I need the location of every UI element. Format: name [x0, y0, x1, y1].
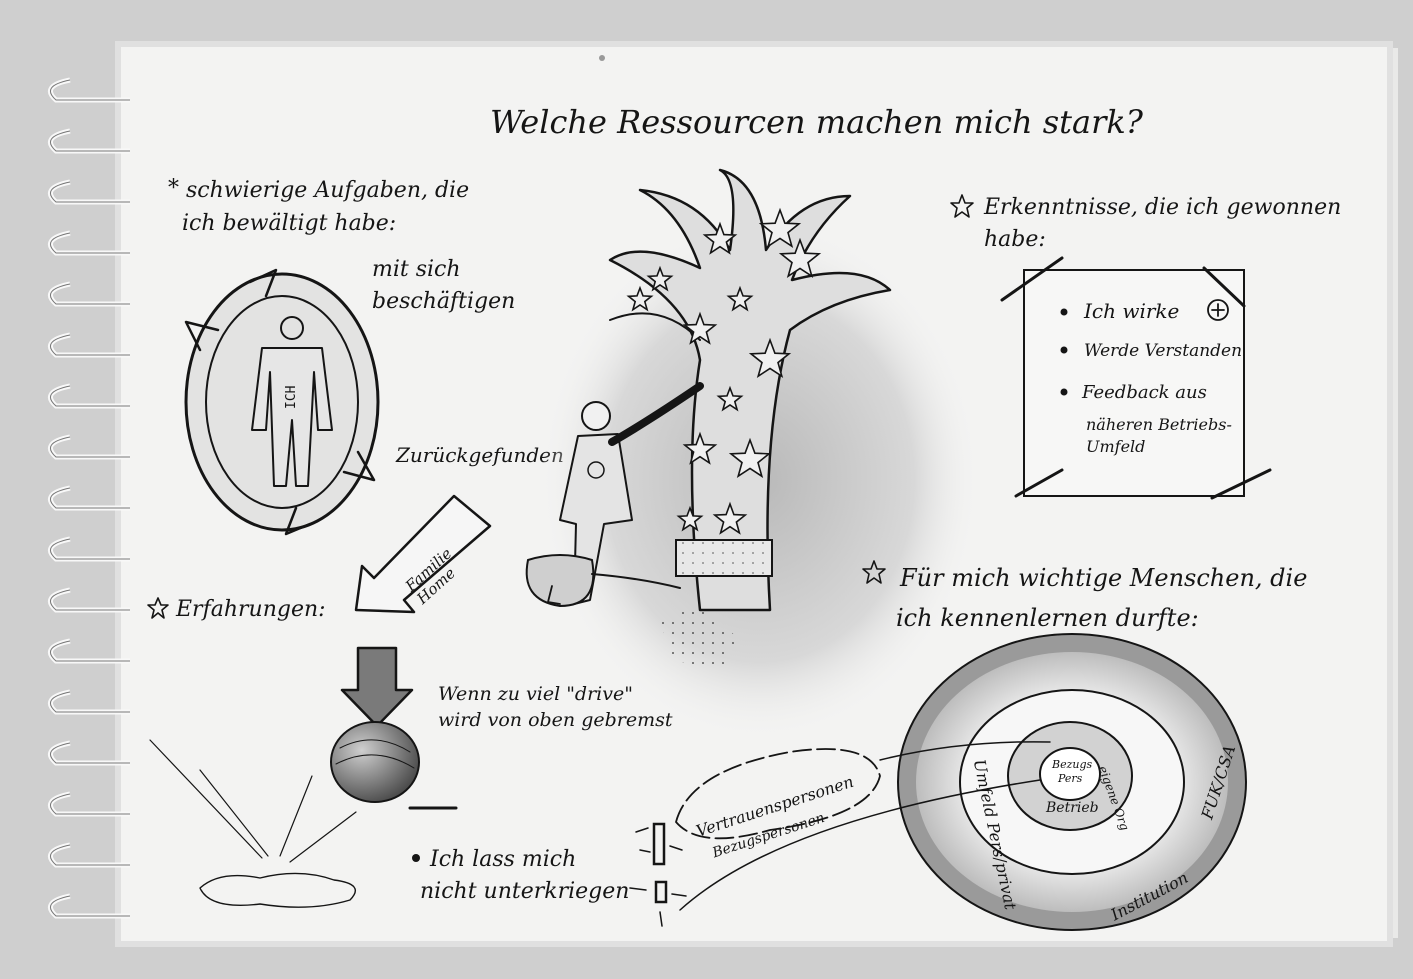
circle-center-line1: Bezugs — [1051, 758, 1093, 771]
resilience-line2: nicht unterkriegen — [420, 879, 629, 904]
insight-item-3-end: Umfeld — [1086, 437, 1145, 456]
tree-star-icon — [726, 285, 754, 312]
insights-heading-line1: Erkenntnisse, die ich gewonnen — [983, 195, 1341, 220]
gardener-figure-icon — [525, 382, 704, 608]
spiral-ring-outline — [49, 130, 130, 152]
insight-item-3-cont: näheren Betriebs- — [1086, 415, 1232, 434]
experiences-heading: Erfahrungen: — [175, 597, 326, 622]
insight-item-1: Ich wirke — [1083, 299, 1179, 323]
star-icon — [862, 560, 886, 584]
spiral-ring-outline — [49, 487, 130, 509]
concentric-circles-diagram — [679, 633, 1247, 931]
drive-line1: Wenn zu viel "drive" — [438, 683, 633, 705]
task-note-1-line2: beschäftigen — [372, 289, 515, 314]
bullet-dot — [412, 854, 420, 862]
tree-star-icon — [716, 385, 744, 412]
sparkle-marks — [629, 822, 687, 927]
person-figure-icon — [251, 316, 333, 487]
ring-label-betrieb: Betrieb — [1045, 800, 1099, 816]
star-icon — [950, 194, 974, 218]
spiral-ring-outline — [49, 844, 130, 866]
ball-icon — [330, 721, 420, 803]
spiral-ring-outline — [49, 538, 130, 560]
figure-chest-label: ICH — [284, 386, 299, 409]
insight-bullet — [1060, 308, 1068, 316]
task-note-2: Zurückgefunden — [395, 443, 564, 467]
resilience-line1: Ich lass mich — [429, 847, 576, 872]
spiral-ring-outline — [49, 181, 130, 203]
tree-star-icon — [748, 337, 792, 379]
spiral-ring-outline — [49, 232, 130, 254]
tree-star-icon — [778, 237, 822, 279]
people-heading-line1: Für mich wichtige Menschen, die — [899, 564, 1307, 592]
tree-star-icon — [682, 311, 718, 345]
page-title: Welche Ressourcen machen mich stark? — [490, 103, 1144, 141]
tree-star-icon — [646, 265, 674, 292]
tree-star-icon — [702, 221, 738, 255]
tree-star-icon — [712, 501, 748, 535]
insight-item-2: Werde Verstanden — [1084, 341, 1242, 361]
spiral-ring-outline — [49, 691, 130, 713]
tree-star-icon — [676, 505, 704, 532]
plus-circle-icon — [1207, 299, 1229, 321]
insight-item-3: Feedback aus — [1081, 382, 1207, 403]
down-arrow-icon — [340, 646, 414, 728]
spiral-ring-outline — [49, 385, 130, 407]
spiral-ring-outline — [49, 79, 130, 101]
spiral-ring-outline — [49, 640, 130, 662]
paper-edge — [115, 41, 1393, 947]
insights-card — [1000, 256, 1272, 500]
drive-line2: wird von oben gebremst — [438, 709, 673, 731]
circle-center-line2: Pers — [1057, 772, 1083, 785]
tasks-star-icon: * — [168, 176, 179, 201]
spiral-ring-outline — [49, 436, 130, 458]
splash-sketch — [149, 739, 357, 908]
star-icon — [147, 597, 169, 619]
water-spray — [660, 604, 740, 670]
page-punch-dot — [599, 55, 605, 61]
tree-star-icon — [758, 207, 802, 249]
tree-star-icon — [626, 285, 654, 312]
spiral-ring-outline — [49, 793, 130, 815]
insight-bullet — [1060, 388, 1068, 396]
tasks-heading-line2: ich bewältigt habe: — [182, 211, 396, 236]
tree-star-icon — [682, 431, 718, 465]
tree-stars — [626, 207, 822, 535]
trust-bubble — [675, 748, 881, 840]
palm-tree-icon — [608, 168, 892, 612]
insights-heading-line2: habe: — [984, 227, 1046, 252]
people-heading-line2: ich kennenlernen durfte: — [896, 604, 1199, 632]
insight-bullet — [1060, 346, 1068, 354]
spiral-ring-outline — [49, 895, 130, 917]
tree-star-icon — [728, 437, 772, 479]
task-note-1-line1: mit sich — [372, 257, 461, 282]
spiral-ring-outline — [49, 589, 130, 611]
spiral-ring-outline — [49, 742, 130, 764]
spiral-binding — [47, 77, 130, 919]
spiral-ring-outline — [49, 283, 130, 305]
tasks-heading-line1: schwierige Aufgaben, die — [186, 178, 469, 203]
diagonal-arrow-icon — [354, 494, 492, 614]
spiral-ring-outline — [49, 334, 130, 356]
